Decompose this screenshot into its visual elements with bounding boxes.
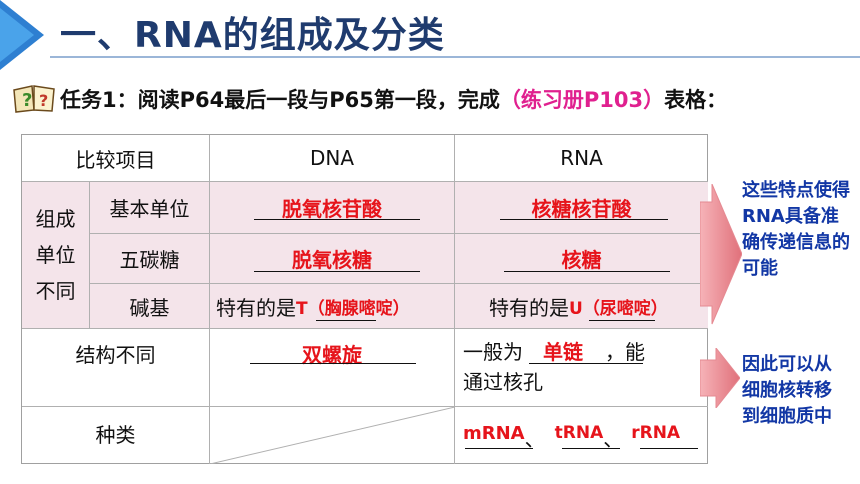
- row-structure-dna: 双螺旋: [210, 329, 455, 407]
- structure-rna-line1: 一般为单链 ，能: [463, 337, 645, 367]
- svg-text:?: ?: [22, 90, 32, 111]
- svg-text:?: ?: [39, 91, 48, 110]
- rrna-blank: [640, 448, 698, 449]
- header-item: 比较项目: [22, 135, 210, 182]
- header-rna: RNA: [455, 135, 708, 182]
- arrow-right-2: [700, 348, 740, 408]
- row-sugar-rna: 核糖: [455, 234, 708, 284]
- title-decoration: [0, 0, 44, 70]
- sugar-rna-blank: [504, 271, 670, 272]
- type-trna: tRNA: [554, 423, 604, 443]
- composition-label: 组成单位不同: [22, 182, 90, 329]
- row-types-label: 种类: [22, 407, 210, 464]
- book-question-icon: ? ?: [13, 85, 55, 113]
- base-dna-prefix: 特有的是: [216, 295, 296, 320]
- sugar-dna-answer: 脱氧核糖: [292, 248, 372, 272]
- row-sugar-dna: 脱氧核糖: [210, 234, 455, 284]
- row-unit-dna: 脱氧核苷酸: [210, 182, 455, 234]
- type-sep1: 、: [524, 427, 545, 451]
- base-rna-prefix: 特有的是: [489, 295, 569, 320]
- type-sep2: 、: [603, 427, 624, 451]
- types-dna-diagonal: [210, 407, 455, 464]
- title-underline: [50, 56, 860, 58]
- row-unit-label: 基本单位: [90, 182, 210, 234]
- sugar-dna-blank: [254, 271, 420, 272]
- row-structure-label: 结构不同: [22, 329, 210, 407]
- header-dna: DNA: [210, 135, 455, 182]
- structure-rna-line2: 通过核孔: [463, 370, 543, 394]
- base-rna-blank: [589, 320, 655, 321]
- unit-rna-answer: 核糖核苷酸: [531, 197, 632, 221]
- note-nucleus-transfer: 因此可以从细胞核转移到细胞质中: [742, 354, 832, 427]
- row-unit-rna: 核糖核苷酸: [455, 182, 708, 234]
- task-suffix: 表格：: [664, 88, 728, 112]
- row-types-dna: [210, 407, 455, 464]
- type-rrna: rRNA: [631, 423, 681, 443]
- mrna-blank: [465, 448, 533, 449]
- row-structure-rna: 一般为单链 ，能 通过核孔: [455, 329, 708, 407]
- row-types-rna: mRNA、tRNA、rRNA: [455, 407, 708, 464]
- page-title: 一、RNA的组成及分类: [60, 15, 445, 56]
- structure-rna-blank: [529, 363, 643, 364]
- row-sugar-label: 五碳糖: [90, 234, 210, 284]
- unit-rna-blank: [500, 219, 668, 220]
- task-prefix: 任务1：阅读P64最后一段与P65第一段，完成: [60, 88, 500, 112]
- structure-rna-answer: 单链: [543, 340, 583, 364]
- base-rna-answer: U（尿嘧啶）: [569, 298, 668, 319]
- base-dna-blank: [316, 320, 376, 321]
- note-accurate-info: 这些特点使得RNA具备准确传递信息的可能: [742, 180, 850, 279]
- structure-rna-prefix: 一般为: [463, 340, 523, 364]
- type-mrna: mRNA: [463, 423, 525, 444]
- comparison-table: 比较项目 DNA RNA 组成单位不同 基本单位 脱氧核苷酸 核糖核苷酸 五碳糖…: [21, 134, 708, 464]
- base-dna-answer: T（胸腺嘧啶）: [296, 298, 410, 319]
- arrow-right-1: [700, 184, 742, 325]
- unit-dna-answer: 脱氧核苷酸: [282, 197, 382, 221]
- task-highlight: （练习册P103）: [499, 88, 665, 112]
- sugar-rna-answer: 核糖: [561, 248, 602, 272]
- unit-dna-blank: [254, 219, 420, 220]
- trna-blank: [562, 448, 620, 449]
- structure-rna-suffix: ，能: [605, 340, 645, 364]
- structure-dna-blank: [250, 363, 416, 364]
- row-base-label: 碱基: [90, 284, 210, 329]
- task-instruction: 任务1：阅读P64最后一段与P65第一段，完成（练习册P103）表格：: [60, 84, 727, 114]
